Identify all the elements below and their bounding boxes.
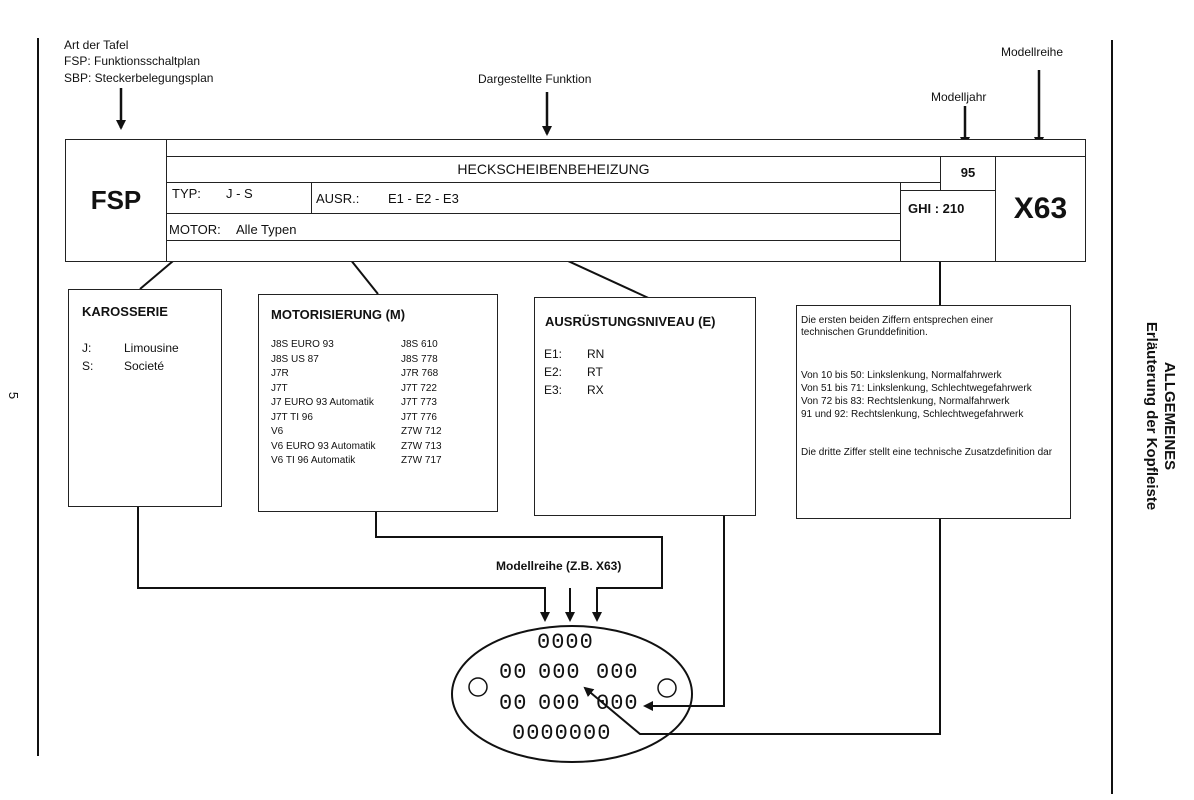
plate-row-1: 0000	[537, 630, 594, 655]
motor-code: J7T 776	[401, 411, 437, 423]
art-label-line2: FSP: Funktionsschaltplan	[64, 54, 201, 68]
plate-row-4: 0000000	[512, 721, 612, 746]
motor-value: Alle Typen	[236, 222, 297, 237]
motor-name: J7 EURO 93 Automatik	[271, 397, 374, 408]
ausruestung-name-2: RT	[587, 365, 603, 379]
karosserie-name-2: Societé	[124, 359, 165, 373]
karosserie-name-1: Limousine	[124, 341, 179, 355]
karosserie-title: KAROSSERIE	[82, 304, 168, 319]
motor-name: J8S US 87	[271, 353, 319, 365]
karosserie-code-1: J:	[82, 341, 92, 355]
plate-row-2c: 000	[596, 660, 639, 685]
header-year: 95	[960, 165, 976, 180]
motor-name: J8S EURO 93	[271, 339, 334, 350]
ghi-third: Die dritte Ziffer stellt eine technische…	[801, 447, 1053, 458]
motor-code: Z7W 713	[401, 440, 442, 452]
funktion-label: Dargestellte Funktion	[478, 72, 592, 86]
ausr-value: E1 - E2 - E3	[388, 191, 459, 206]
motor-row: V6 TI 96 Automatik Z7W 717	[271, 455, 489, 470]
motor-code: J7T 722	[401, 382, 437, 394]
ausruestung-code-2: E2:	[544, 365, 563, 379]
header-series: X63	[1013, 192, 1068, 225]
motor-code: Z7W 712	[401, 426, 442, 437]
motor-code: J7R 768	[401, 368, 439, 379]
art-label-line1: Art der Tafel	[64, 38, 129, 52]
ghi-range-3: Von 72 bis 83: Rechtslenkung, Normalfahr…	[801, 396, 1010, 407]
motor-name: V6 EURO 93 Automatik	[271, 440, 376, 452]
ausruestung-code-3: E3:	[544, 383, 563, 397]
karosserie-box: KAROSSERIE J: Limousine S: Societé	[68, 289, 222, 507]
typ-label: TYP:	[172, 186, 201, 201]
motor-name: V6	[271, 426, 284, 437]
motor-row: V6 Z7W 712	[271, 426, 489, 441]
side-title-line1: ALLGEMEINES	[1161, 361, 1178, 471]
header-code-cell: FSP	[65, 139, 167, 262]
motor-row: J8S EURO 93 J8S 610	[271, 339, 489, 354]
plate-hole-right	[657, 678, 677, 698]
plate-row-2b: 000	[538, 660, 581, 685]
motor-name: J7T	[271, 382, 288, 394]
ausruestung-name-1: RN	[587, 347, 605, 361]
header-ghi-cell	[900, 190, 996, 262]
ausruestung-box: AUSRÜSTUNGSNIVEAU (E) E1: RN E2: RT E3: …	[534, 297, 756, 516]
model-plate-ellipse	[451, 625, 693, 763]
ausruestung-name-3: RX	[587, 383, 604, 397]
header-code: FSP	[90, 185, 142, 215]
motor-row: J7R J7R 768	[271, 368, 489, 383]
ghi-intro: Die ersten beiden Ziffern entsprechen ei…	[801, 315, 994, 338]
motor-code: J7T 773	[401, 397, 437, 408]
ghi-range-4: 91 und 92: Rechtslenkung, Schlechtwegefa…	[801, 409, 1024, 420]
side-title-line2: Erläuterung der Kopfleiste	[1143, 321, 1160, 511]
header-motor-cell	[166, 213, 901, 241]
side-title: ALLGEMEINES Erläuterung der Kopfleiste	[1142, 266, 1178, 566]
header-year-cell: 95	[940, 156, 996, 191]
motor-row: J7T TI 96 J7T 776	[271, 412, 489, 427]
motor-label: MOTOR:	[169, 222, 221, 237]
ghi-label: GHI : 210	[908, 201, 965, 216]
art-label-line3: SBP: Steckerbelegungsplan	[64, 71, 214, 85]
page-number: 5	[6, 391, 22, 400]
motor-code: J8S 610	[401, 339, 438, 350]
ghi-range-1: Von 10 bis 50: Linkslenkung, Normalfahrw…	[801, 370, 1002, 381]
motor-name: J7T TI 96	[271, 411, 313, 423]
motor-row: J7 EURO 93 Automatik J7T 773	[271, 397, 489, 412]
plate-row-3c: 000	[596, 691, 639, 716]
motor-row: J7T J7T 722	[271, 383, 489, 398]
plate-row-2a: 00	[499, 660, 528, 685]
ghi-info-box: Die ersten beiden Ziffern entsprechen ei…	[796, 305, 1071, 519]
motor-code: J8S 778	[401, 353, 438, 365]
header-function-name: HECKSCHEIBENBEHEIZUNG	[457, 161, 650, 177]
typ-value: J - S	[226, 186, 253, 201]
modellreihe-label: Modellreihe	[1001, 45, 1064, 59]
ausr-label: AUSR.:	[316, 191, 360, 206]
plate-row-3a: 00	[499, 691, 528, 716]
motorisierung-title: MOTORISIERUNG (M)	[271, 307, 406, 322]
modelljahr-label: Modelljahr	[931, 90, 987, 104]
motor-name: V6 TI 96 Automatik	[271, 455, 356, 466]
motor-row: J8S US 87 J8S 778	[271, 354, 489, 369]
ghi-range-2: Von 51 bis 71: Linkslenkung, Schlechtweg…	[801, 383, 1032, 394]
plate-label: Modellreihe (Z.B. X63)	[493, 559, 625, 573]
motor-name: J7R	[271, 368, 289, 379]
header-series-cell: X63	[995, 156, 1086, 262]
header-function-cell: HECKSCHEIBENBEHEIZUNG	[166, 156, 941, 183]
motor-row: V6 EURO 93 Automatik Z7W 713	[271, 441, 489, 456]
ausruestung-code-1: E1:	[544, 347, 563, 361]
ausruestung-title: AUSRÜSTUNGSNIVEAU (E)	[545, 314, 716, 329]
karosserie-code-2: S:	[82, 359, 94, 373]
motor-code: Z7W 717	[401, 455, 442, 466]
plate-hole-left	[468, 677, 488, 697]
plate-row-3b: 000	[538, 691, 581, 716]
